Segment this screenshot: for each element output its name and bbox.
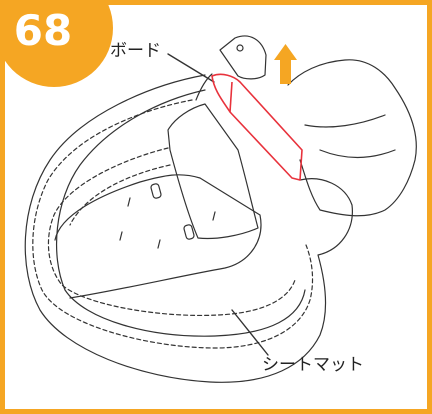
buckle-clip	[219, 35, 267, 80]
board-highlight	[211, 73, 303, 181]
back-panel-edge	[195, 73, 213, 101]
fabric-flap-fold	[304, 114, 396, 159]
seat-mat-seam-inner	[47, 147, 296, 317]
stitch-marks	[119, 197, 216, 249]
seat-cushion	[54, 174, 262, 299]
seat-mat-seam-mid	[69, 164, 171, 226]
seat-mat-leader-line	[231, 309, 269, 356]
seat-inner-rim	[56, 89, 306, 337]
belt-slot-right	[183, 224, 195, 240]
seat-shell-outline	[24, 74, 353, 383]
back-panel	[167, 103, 259, 240]
seat-mat-seam-outer	[32, 99, 314, 349]
step-number: 68	[13, 6, 73, 55]
arrow-up-icon	[274, 44, 297, 84]
belt-slot-left	[150, 183, 162, 199]
label-seat-mat: シートマット	[262, 355, 364, 375]
board-leader-line	[167, 53, 215, 83]
buckle-hole	[236, 44, 244, 52]
fabric-flap	[287, 59, 417, 217]
board-highlight-inner	[229, 81, 233, 113]
label-board: ボード	[110, 41, 161, 61]
